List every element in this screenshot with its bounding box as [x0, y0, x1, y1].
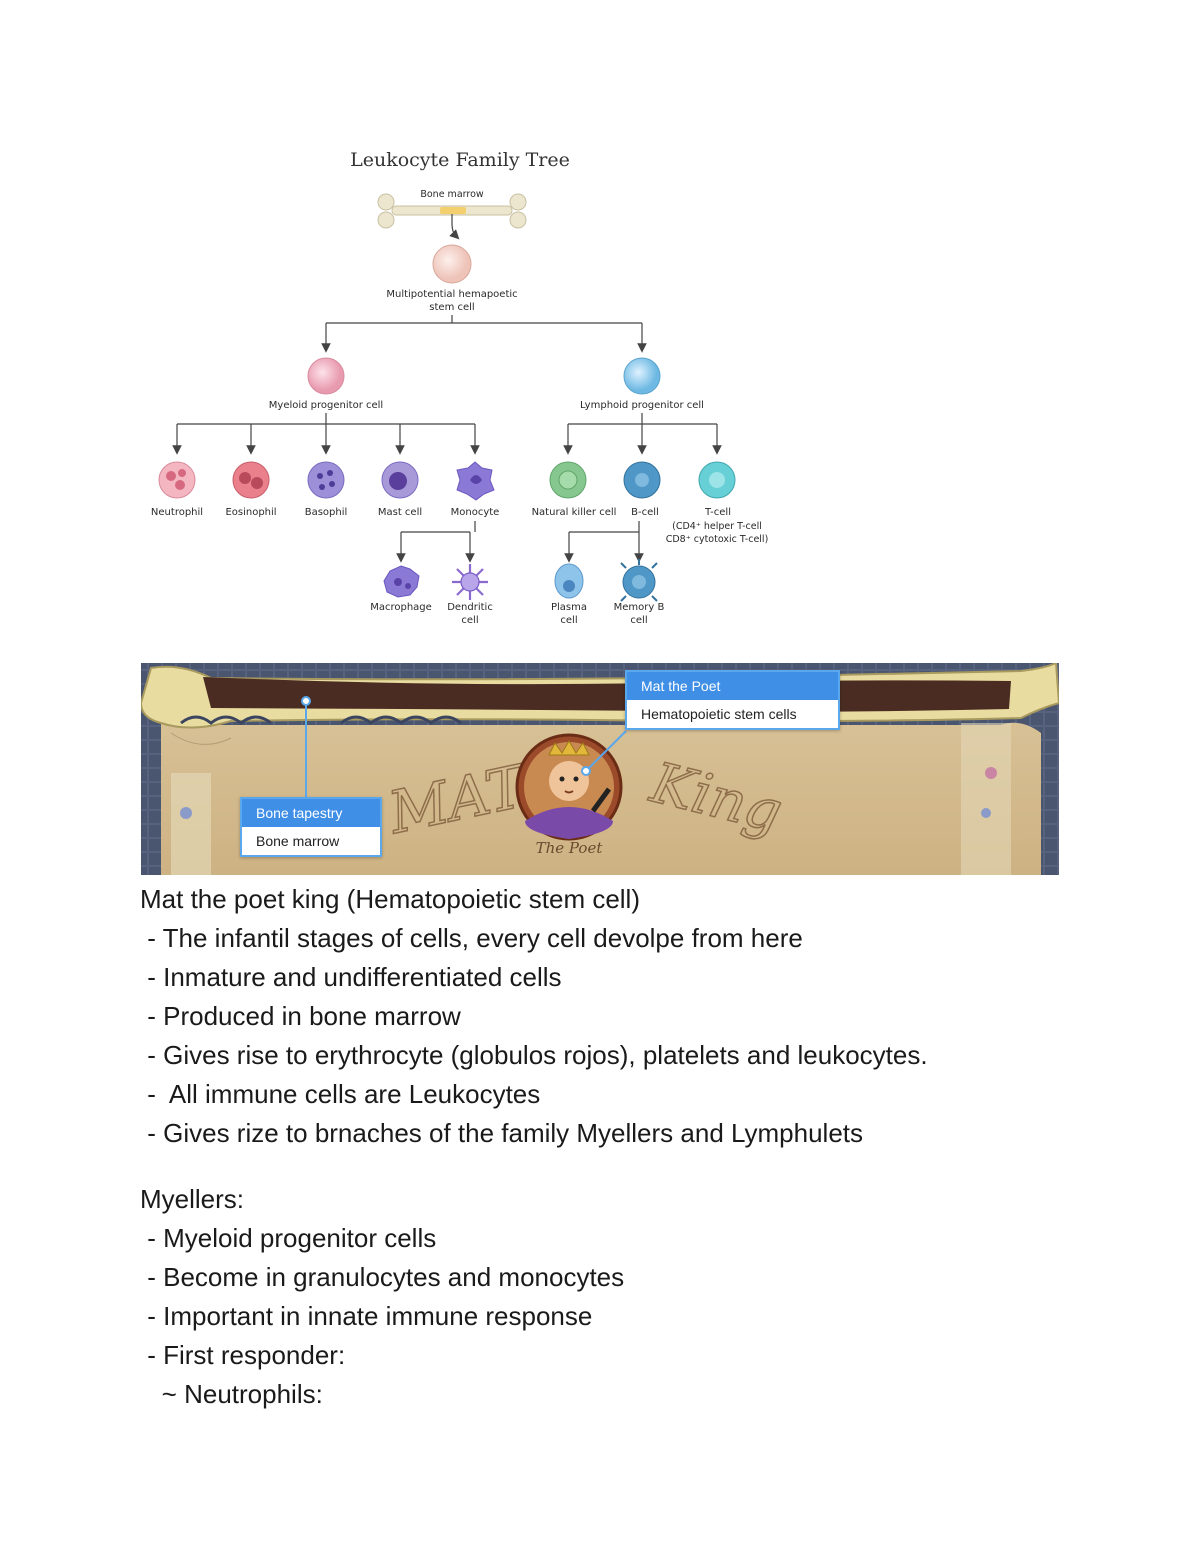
bone-marrow-label: Bone marrow: [420, 189, 484, 200]
myeloid-cell-label-3: Mast cell: [378, 507, 422, 518]
plasma-cell-icon: [554, 563, 584, 599]
bcell-child-label-1a: Memory B: [614, 602, 665, 613]
notes-blank-line: [140, 1153, 1140, 1180]
notes-bullet: - Produced in bone marrow: [140, 1001, 461, 1031]
myeloid-cell-label-4: Monocyte: [451, 507, 500, 518]
macrophage-icon: [383, 565, 420, 598]
notes-line-heading: Myellers:: [140, 1184, 245, 1214]
basophil-icon: [307, 461, 345, 499]
notes-bullet: - All immune cells are Leukocytes: [140, 1079, 541, 1109]
lymphoid-cell-label-0: Natural killer cell: [532, 507, 617, 518]
callout-bone-tapestry-title: Bone tapestry: [242, 799, 380, 827]
notes-bullet: - Gives rize to brnaches of the family M…: [140, 1118, 863, 1148]
diagram-title: Leukocyte Family Tree: [350, 149, 570, 171]
t-cell-note-1: (CD4⁺ helper T-cell: [672, 521, 762, 532]
eosinophil-icon: [232, 461, 270, 499]
bone-marrow-bone-image: [377, 193, 527, 229]
lymphoid-progenitor-cell-icon: [623, 357, 661, 395]
leukocyte-family-tree-diagram: Leukocyte Family Tree Bone marrow Multip…: [151, 149, 769, 626]
lymphoid-progenitor-label: Lymphoid progenitor cell: [580, 400, 704, 411]
notes-body: Mat the poet king (Hematopoietic stem ce…: [140, 880, 1140, 1414]
notes-bullet: - Myeloid progenitor cells: [140, 1223, 437, 1253]
callout-mat-the-poet-body: Hematopoietic stem cells: [627, 700, 838, 728]
notes-sub-bullet: ~ Neutrophils:: [140, 1379, 323, 1409]
stem-cell-icon: [432, 244, 472, 284]
mat-the-poet-banner-image: MAT King The Poet Mat the Poet Hematopoi…: [141, 663, 1059, 875]
bcell-child-label-1b: cell: [630, 615, 647, 626]
myeloid-cell-label-2: Basophil: [305, 507, 348, 518]
stem-cell-label-2: stem cell: [429, 302, 474, 313]
natural-killer-cell-icon: [549, 461, 587, 499]
stem-cell-label-1: Multipotential hemapoetic: [386, 289, 517, 300]
callout-mat-the-poet-title: Mat the Poet: [627, 672, 838, 700]
myeloid-progenitor-label: Myeloid progenitor cell: [269, 400, 383, 411]
memory-b-cell-icon: [620, 559, 658, 602]
notes-bullet: - First responder:: [140, 1340, 346, 1370]
t-cell-note-2: CD8⁺ cytotoxic T-cell): [666, 534, 769, 545]
notes-bullet: - The infantil stages of cells, every ce…: [140, 923, 803, 953]
lymphoid-cell-label-2: T-cell: [704, 507, 731, 518]
b-cell-icon: [623, 461, 661, 499]
neutrophil-icon: [158, 461, 196, 499]
callout-bone-tapestry-body: Bone marrow: [242, 827, 380, 855]
notes-bullet: - Become in granulocytes and monocytes: [140, 1262, 625, 1292]
lymphoid-cell-label-1: B-cell: [631, 507, 659, 518]
t-cell-icon: [698, 461, 736, 499]
notes-bullet: - Inmature and undifferentiated cells: [140, 962, 562, 992]
monocyte-child-label-1b: cell: [461, 615, 478, 626]
notes-bullet: - Important in innate immune response: [140, 1301, 593, 1331]
monocyte-child-label-0: Macrophage: [370, 602, 432, 613]
callout-mat-the-poet: Mat the Poet Hematopoietic stem cells: [625, 670, 840, 730]
monocyte-icon: [456, 461, 495, 501]
bcell-child-label-0a: Plasma: [551, 602, 587, 613]
mast-cell-icon: [381, 461, 419, 499]
callout-bone-tapestry: Bone tapestry Bone marrow: [240, 797, 382, 857]
myeloid-cell-label-1: Eosinophil: [225, 507, 276, 518]
myeloid-progenitor-cell-icon: [307, 357, 345, 395]
notes-line-heading: Mat the poet king (Hematopoietic stem ce…: [140, 884, 640, 914]
notes-bullet: - Gives rise to erythrocyte (globulos ro…: [140, 1040, 928, 1070]
myeloid-cell-label-0: Neutrophil: [151, 507, 203, 518]
portrait-caption: The Poet: [536, 839, 604, 857]
monocyte-child-label-1a: Dendritic: [447, 602, 493, 613]
dendritic-cell-icon: [452, 564, 488, 600]
bcell-child-label-0b: cell: [560, 615, 577, 626]
